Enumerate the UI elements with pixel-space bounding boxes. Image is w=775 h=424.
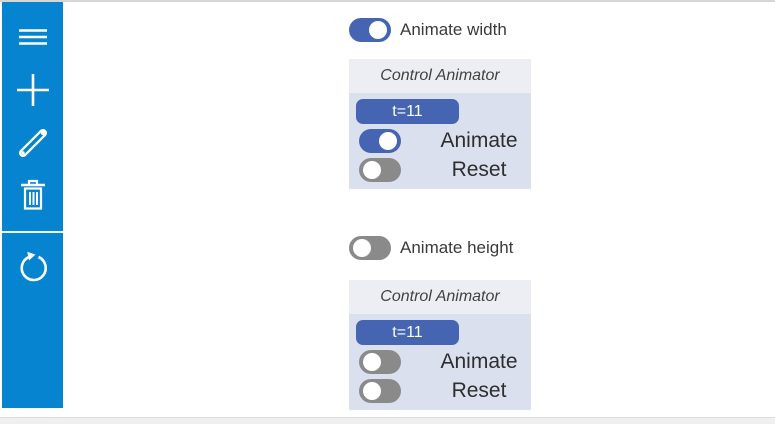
reset-label: Reset [451, 158, 507, 181]
toggle-knob [353, 239, 371, 257]
delete-button[interactable] [2, 176, 63, 214]
window-top-edge [0, 0, 775, 2]
add-icon [16, 73, 50, 107]
panel-title: Control Animator [349, 59, 531, 93]
panel-body: t=11 Animate Reset [349, 93, 531, 189]
animate-row: Animate [349, 350, 531, 374]
animate-height-row: Animate height [349, 236, 531, 260]
menu-icon [18, 28, 48, 46]
menu-button[interactable] [2, 18, 63, 56]
time-badge[interactable]: t=11 [356, 99, 459, 124]
control-animator-panel: Control Animator t=11 Animate Reset [349, 280, 531, 410]
panel-title: Control Animator [349, 280, 531, 314]
reset-label: Reset [451, 379, 507, 402]
animate-height-toggle[interactable] [349, 236, 391, 260]
time-badge[interactable]: t=11 [356, 320, 459, 345]
toggle-knob [369, 21, 387, 39]
animate-toggle[interactable] [359, 350, 401, 374]
pen-button[interactable] [2, 124, 63, 162]
panel-body: t=11 Animate Reset [349, 314, 531, 410]
toolbar-sidebar [2, 2, 63, 408]
animate-label: Animate [440, 350, 518, 373]
reset-toggle[interactable] [359, 379, 401, 403]
animate-height-label: Animate height [400, 238, 514, 257]
animate-width-row: Animate width [349, 18, 531, 42]
animate-width-toggle[interactable] [349, 18, 391, 42]
pen-icon [17, 127, 49, 159]
animate-row: Animate [349, 129, 531, 153]
toggle-knob [379, 132, 397, 150]
animation-controls: Animate width Control Animator t=11 Anim… [349, 18, 531, 410]
animate-label: Animate [440, 129, 518, 152]
toggle-knob [363, 353, 381, 371]
animate-width-label: Animate width [400, 20, 507, 39]
reset-row: Reset [349, 158, 531, 182]
reset-toggle[interactable] [359, 158, 401, 182]
toolbar-divider [2, 231, 63, 233]
add-button[interactable] [2, 71, 63, 109]
undo-icon [17, 251, 49, 283]
delete-icon [18, 179, 48, 211]
reset-row: Reset [349, 379, 531, 403]
control-animator-panel: Control Animator t=11 Animate Reset [349, 59, 531, 189]
animate-toggle[interactable] [359, 129, 401, 153]
window-bottom-edge [0, 417, 775, 424]
toggle-knob [363, 161, 381, 179]
undo-button[interactable] [2, 248, 63, 286]
toggle-knob [363, 382, 381, 400]
